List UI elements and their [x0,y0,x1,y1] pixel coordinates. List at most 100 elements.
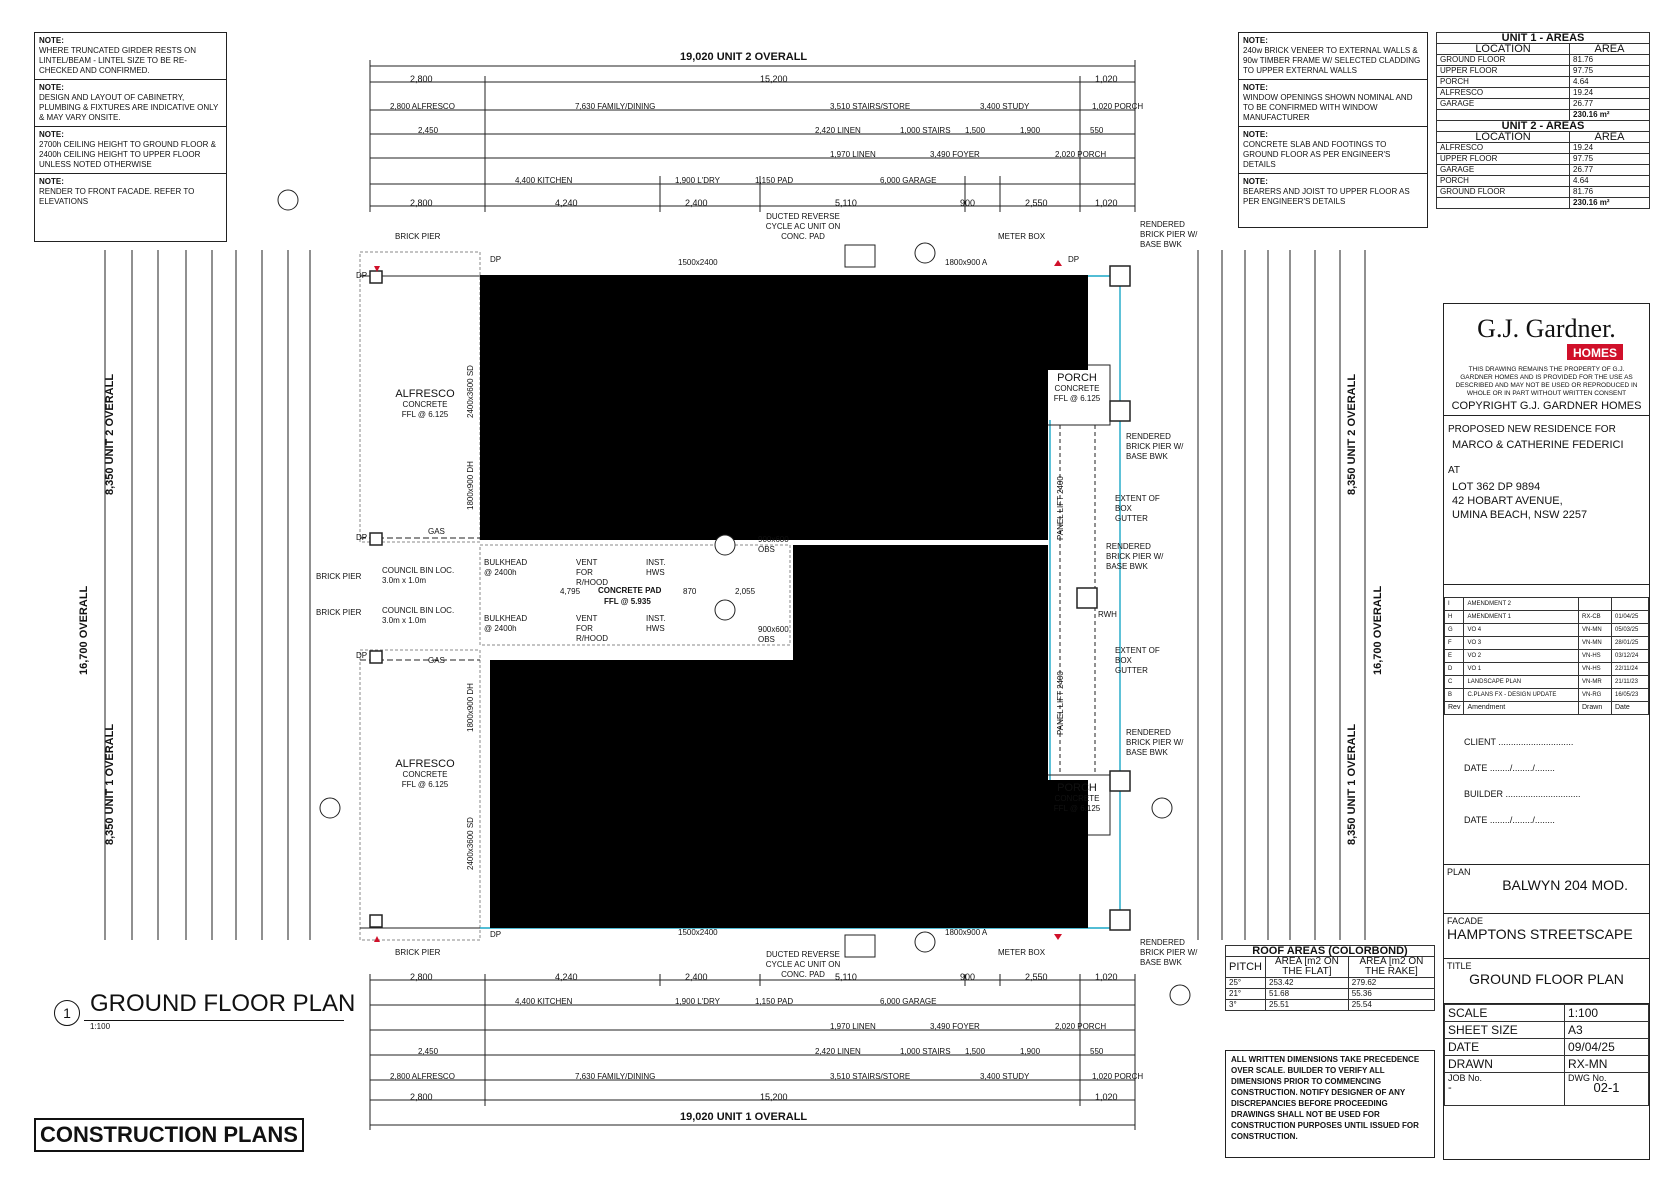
note-heading: NOTE: [1243,130,1268,139]
room-label: PORCH [1057,372,1097,384]
room-sublabel: CONCRETE [1054,794,1100,803]
dim-label: 15,200 [760,74,788,84]
dim-label: 4,240 [555,198,578,208]
dim-left-u1: 8,350 UNIT 1 OVERALL [104,723,116,845]
drawing-scale: 1:100 [90,1022,111,1031]
dim-label: 2,800 ALFRESCO [390,102,455,111]
table-title: ROOF AREAS (COLORBOND) [1225,945,1435,957]
dim-label: 6,000 GARAGE [880,997,937,1006]
dim-label: 900 [960,198,976,208]
room-sublabel: CONCRETE [402,400,448,409]
callout-obs-window: 900x600 OBS [758,625,789,644]
table-title: UNIT 2 - AREAS [1436,120,1650,132]
window-label: 1800x900 A [945,258,988,267]
note-text: BEARERS AND JOIST TO UPPER FLOOR AS PER … [1243,187,1410,206]
dim-label: 3,510 STAIRS/STORE [830,102,911,111]
brand-logo: G.J. Gardner. [1477,314,1616,343]
note-text: WINDOW OPENINGS SHOWN NOMINAL AND TO BE … [1243,93,1413,122]
callout-rendered-pier: RENDERED BRICK PIER W/ BASE BWK [1126,728,1184,757]
col-header: LOCATION [1435,131,1571,143]
callout-gas: GAS [428,527,445,536]
signoff-builder: BUILDER .............................. [1464,789,1581,799]
dim-bottom-overall: 19,020 UNIT 1 OVERALL [680,1111,808,1123]
dim-label: 1,020 [1095,972,1118,982]
callout-rwh: RWH [1098,610,1117,619]
dim-label: 4,240 [555,972,578,982]
copyright: COPYRIGHT G.J. GARDNER HOMES [1444,400,1649,416]
dim-label: 870 [683,587,697,596]
dim-label: 2,800 ALFRESCO [390,1072,455,1081]
address-line: 42 HOBART AVENUE, [1452,495,1563,507]
callout-dp: DP [356,651,368,660]
area-total: 230.16 m² [1569,109,1650,121]
dim-label: 2,400 [685,972,708,982]
callout-hws: INST. HWS [646,614,666,633]
address-line: LOT 362 DP 9894 [1452,481,1541,493]
dim-left-overall: 16,700 OVERALL [78,585,90,675]
dim-label: 7,630 FAMILY/DINING [575,1072,656,1081]
dim-label: 1,150 PAD [755,997,794,1006]
callout-dp: DP [1068,255,1080,264]
callout-brick-pier: BRICK PIER [316,572,362,581]
bottom-disclaimer: ALL WRITTEN DIMENSIONS TAKE PRECEDENCE O… [1225,1050,1435,1158]
room-sublabel: FFL @ 6.125 [1053,804,1101,813]
signoff-section: CLIENT .............................. DA… [1444,715,1649,865]
col-header: AREA [1569,43,1650,55]
callout-rendered-pier: RENDERED BRICK PIER W/ BASE BWK [1140,220,1198,249]
callout-dp: DP [490,255,502,264]
col-header: LOCATION [1435,43,1571,55]
dim-label: 2,450 [418,126,439,135]
dim-top-overall: 19,020 UNIT 2 OVERALL [680,51,808,63]
client-name: MARCO & CATHERINE FEDERICI [1452,439,1624,451]
callout-rendered-pier: RENDERED BRICK PIER W/ BASE BWK [1106,542,1164,571]
drawing-number: 1 [54,1000,80,1026]
title-value: GROUND FLOOR PLAN [1469,971,1624,987]
job-value: - [1448,1082,1452,1094]
title-label: TITLE [1447,961,1472,971]
room-sublabel: CONCRETE [402,770,448,779]
note-heading: NOTE: [1243,177,1268,186]
dim-left-u2: 8,350 UNIT 2 OVERALL [104,373,116,495]
window-label: 1500x2400 [678,928,718,937]
dim-label: 1,500 [965,1047,986,1056]
room-sublabel: FFL @ 6.125 [401,410,449,419]
area-total: 230.16 m² [1569,197,1650,209]
note-heading: NOTE: [1243,36,1268,45]
dim-label: 4,400 KITCHEN [515,997,573,1006]
brand-homes-tag: HOMES [1566,344,1623,360]
signoff-client: CLIENT .............................. [1464,737,1574,747]
redacted-block-unit1 [490,545,1088,928]
callout-brick-pier: BRICK PIER [395,948,441,957]
dim-label: 2,020 PORCH [1055,1022,1107,1031]
plan-label: PLAN [1447,867,1471,877]
dim-label: 1,020 PORCH [1092,1072,1144,1081]
callout-concrete-pad-ffl: FFL @ 5.935 [604,597,651,606]
notes-left: NOTE: WHERE TRUNCATED GIRDER RESTS ON LI… [34,32,227,242]
dim-label: 2,800 [410,198,433,208]
dim-label: 1,000 STAIRS [900,1047,951,1056]
col-header: Date [1611,701,1649,715]
callout-dp: DP [490,930,502,939]
note-text: CONCRETE SLAB AND FOOTINGS TO GROUND FLO… [1243,140,1391,169]
note-text: RENDER TO FRONT FACADE. REFER TO ELEVATI… [39,187,195,206]
dim-label: 7,630 FAMILY/DINING [575,102,656,111]
facade-label: FACADE [1447,916,1484,926]
room-sublabel: CONCRETE [1054,384,1100,393]
dim-label: 2,055 [735,587,756,596]
dwg-value: 02-1 [1593,1080,1620,1095]
note-text: 240w BRICK VENEER TO EXTERNAL WALLS & 90… [1243,46,1421,75]
callout-brick-pier: BRICK PIER [395,232,441,241]
